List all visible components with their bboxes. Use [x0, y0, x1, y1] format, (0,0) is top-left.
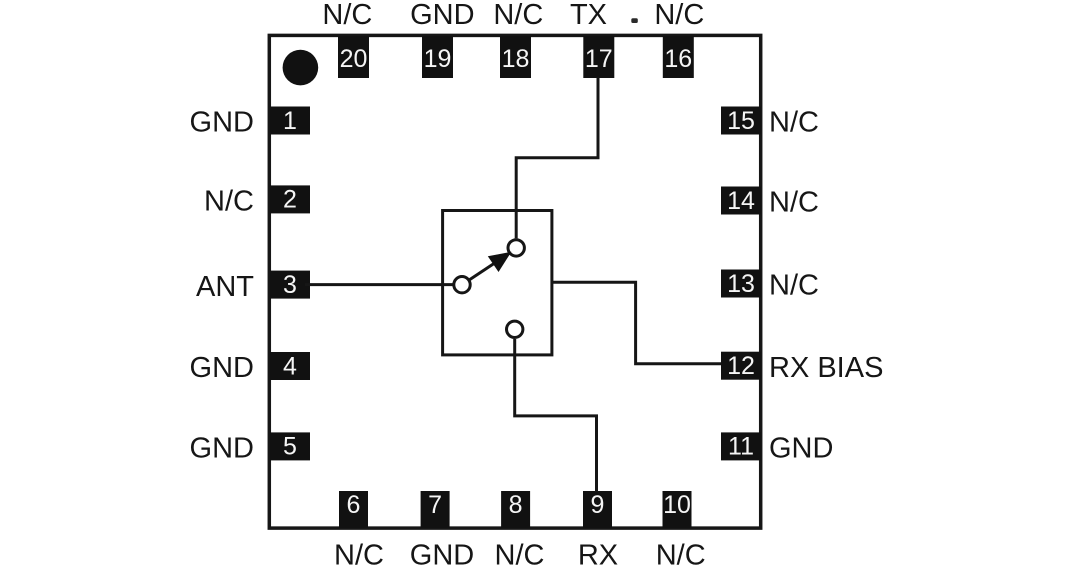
svg-text:10: 10: [663, 491, 691, 519]
svg-text:N/C: N/C: [334, 539, 384, 568]
svg-text:18: 18: [502, 45, 530, 73]
svg-text:GND: GND: [190, 433, 254, 465]
svg-text:N/C: N/C: [654, 0, 704, 31]
svg-text:13: 13: [727, 270, 755, 298]
svg-text:1: 1: [283, 107, 297, 135]
svg-text:N/C: N/C: [769, 107, 819, 139]
svg-text:5: 5: [283, 433, 297, 461]
svg-text:N/C: N/C: [322, 0, 372, 31]
svg-text:11: 11: [728, 433, 754, 461]
svg-text:GND: GND: [190, 352, 254, 384]
svg-text:GND: GND: [410, 539, 474, 568]
svg-text:RX: RX: [578, 539, 618, 568]
svg-text:20: 20: [340, 45, 368, 73]
svg-text:17: 17: [585, 45, 613, 73]
svg-text:RX BIAS: RX BIAS: [769, 352, 883, 384]
svg-text:ANT: ANT: [196, 271, 254, 303]
svg-text:N/C: N/C: [769, 270, 819, 302]
svg-text:GND: GND: [190, 107, 254, 139]
svg-text:N/C: N/C: [769, 187, 819, 219]
svg-text:7: 7: [428, 491, 442, 519]
svg-text:TX: TX: [570, 0, 607, 31]
svg-text:GND: GND: [410, 0, 474, 31]
svg-text:2: 2: [283, 186, 297, 214]
svg-text:15: 15: [727, 107, 755, 135]
svg-text:N/C: N/C: [493, 0, 543, 31]
svg-text:8: 8: [509, 491, 523, 519]
svg-text:GND: GND: [769, 433, 833, 465]
svg-text:N/C: N/C: [495, 539, 545, 568]
svg-text:16: 16: [664, 45, 692, 73]
svg-text:19: 19: [424, 45, 452, 73]
svg-text:12: 12: [727, 352, 755, 380]
svg-text:N/C: N/C: [204, 186, 254, 218]
svg-text:4: 4: [283, 352, 297, 380]
svg-text:6: 6: [347, 491, 361, 519]
svg-text:9: 9: [591, 491, 605, 519]
svg-text:N/C: N/C: [656, 539, 706, 568]
svg-text:3: 3: [283, 271, 297, 299]
svg-text:14: 14: [727, 187, 755, 215]
